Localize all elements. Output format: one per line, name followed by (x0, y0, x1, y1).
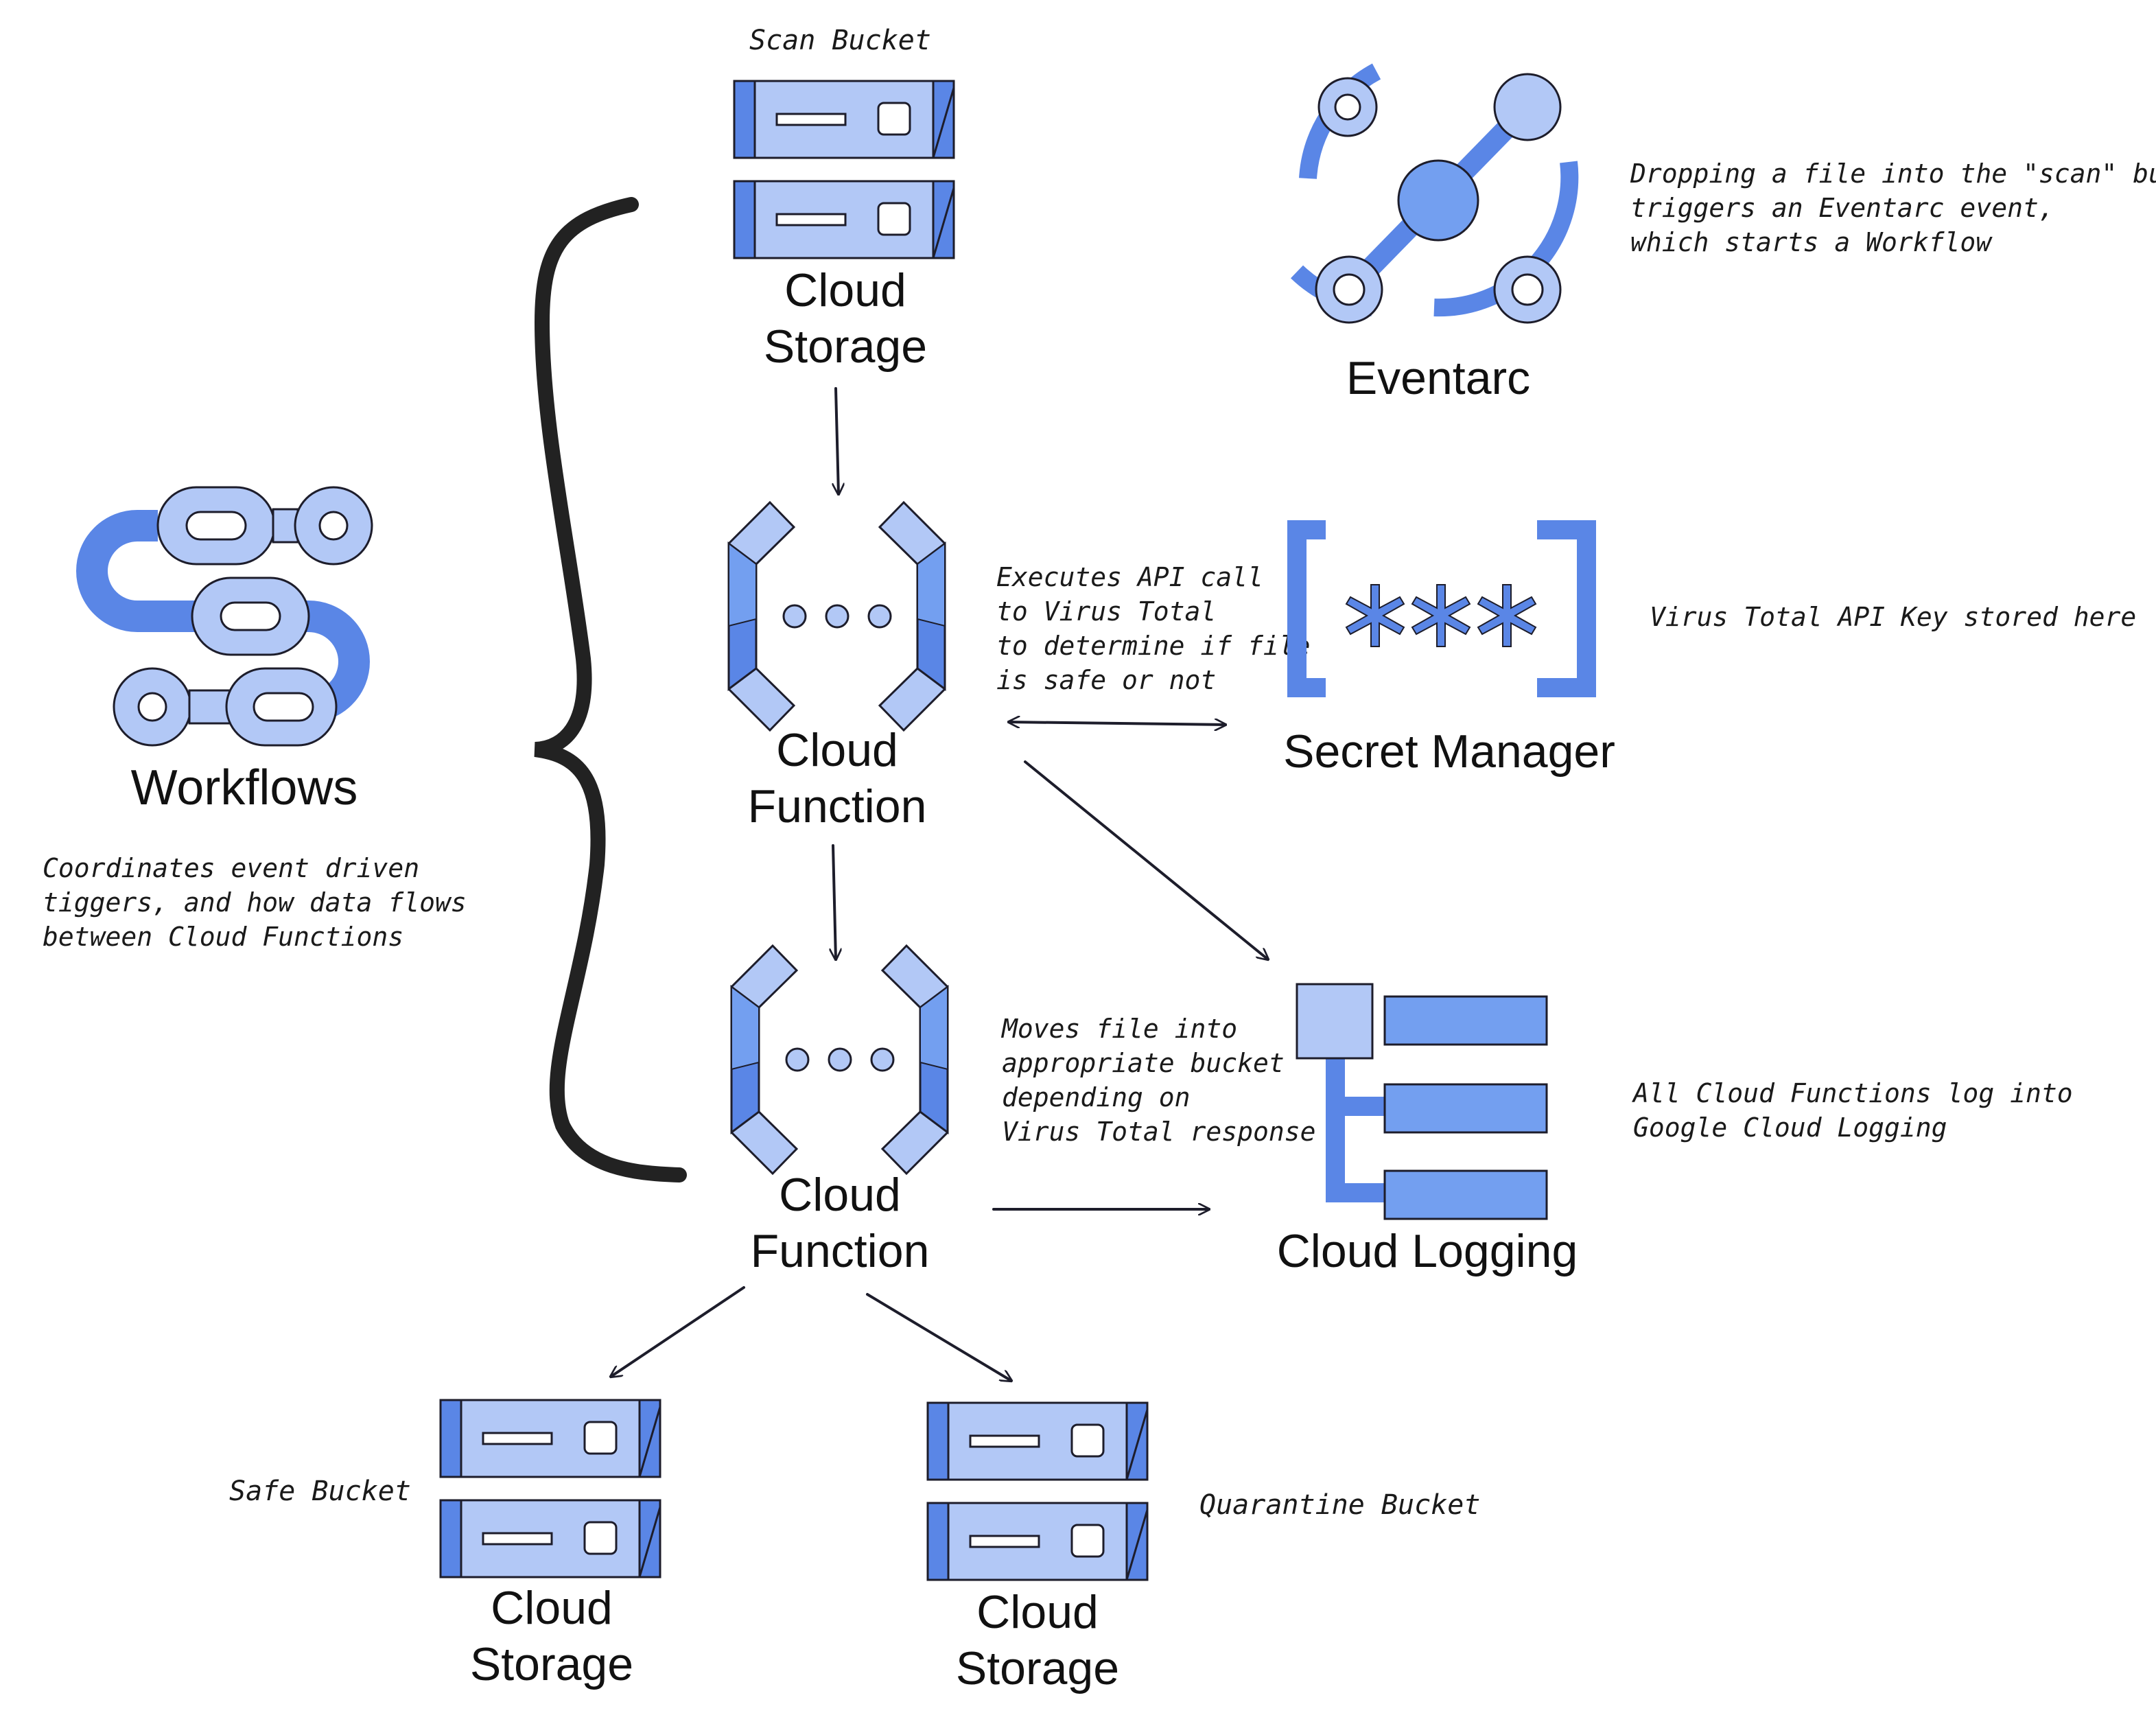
quarantine-storage-title-line2: Storage (956, 1642, 1119, 1694)
scan-storage-title-line1: Cloud (784, 264, 906, 316)
arrow-function-secret-manager (1007, 722, 1227, 725)
arrow-function-scan-to-move (833, 844, 836, 959)
quarantine-storage-title-line1: Cloud (976, 1586, 1099, 1638)
workflows-note-line1: Coordinates event driven (43, 853, 419, 883)
cloud-function-scan-title-line2: Function (748, 780, 927, 832)
safe-bucket-caption: Safe Bucket (229, 1476, 411, 1507)
cloud-function-move-icon (730, 944, 949, 1175)
cloud-logging-icon (1296, 983, 1548, 1220)
eventarc-note-line1: Dropping a file into the "scan" bucket (1630, 159, 2156, 189)
safe-bucket-icon (441, 1400, 660, 1577)
move-note-line2: appropriate bucket (1002, 1048, 1285, 1078)
secret-manager-icon (1287, 520, 1596, 697)
workflows-note-line2: tiggers, and how data flows (43, 887, 467, 918)
arrow-function-move-to-quarantine (866, 1293, 1011, 1381)
eventarc-note-line2: triggers an Eventarc event, (1630, 193, 2054, 223)
logging-note-line2: Google Cloud Logging (1633, 1112, 1947, 1143)
scan-note-line2: to Virus Total (996, 596, 1216, 627)
safe-storage-title-line1: Cloud (491, 1582, 613, 1634)
eventarc-title: Eventarc (1346, 352, 1530, 404)
workflow-scope-brace (534, 197, 687, 1182)
workflows-note-line3: between Cloud Functions (43, 922, 403, 952)
cloud-function-move-note: Moves file into appropriate bucket depen… (1000, 1014, 1316, 1147)
logging-note-line1: All Cloud Functions log into (1632, 1078, 2073, 1108)
secret-manager-note: Virus Total API Key stored here (1650, 602, 2136, 632)
cloud-logging-note: All Cloud Functions log into Google Clou… (1632, 1078, 2073, 1143)
scan-note-line3: to determine if file (996, 631, 1311, 661)
eventarc-note: Dropping a file into the "scan" bucket t… (1630, 159, 2156, 257)
workflows-note: Coordinates event driven tiggers, and ho… (43, 853, 467, 952)
scan-bucket-caption: Scan Bucket (749, 25, 931, 56)
workflows-icon (76, 486, 373, 747)
cloud-function-scan-title-line1: Cloud (776, 724, 898, 776)
quarantine-bucket-caption: Quarantine Bucket (1199, 1489, 1480, 1521)
scan-storage-title-line2: Storage (764, 321, 927, 373)
cloud-function-move-title-line2: Function (751, 1225, 930, 1277)
arrow-function-scan-to-logging (1024, 760, 1268, 959)
quarantine-bucket-icon (928, 1403, 1147, 1580)
scan-note-line1: Executes API call (996, 562, 1263, 592)
workflows-title: Workflows (131, 760, 358, 815)
arrow-scan-storage-to-function (836, 387, 839, 494)
cloud-function-scan-note: Executes API call to Virus Total to dete… (996, 562, 1311, 695)
cloud-logging-title: Cloud Logging (1277, 1225, 1578, 1277)
cloud-function-move-title-line1: Cloud (779, 1169, 901, 1221)
move-note-line3: depending on (1002, 1082, 1191, 1112)
scan-note-line4: is safe or not (996, 665, 1216, 695)
eventarc-note-line3: which starts a Workflow (1630, 227, 1993, 257)
cloud-function-scan-icon (727, 501, 946, 732)
secret-manager-title: Secret Manager (1283, 725, 1615, 778)
eventarc-icon (1290, 63, 1579, 324)
move-note-line1: Moves file into (1000, 1014, 1237, 1044)
move-note-line4: Virus Total response (1002, 1117, 1316, 1147)
arrow-function-move-to-safe (611, 1286, 745, 1377)
safe-storage-title-line2: Storage (470, 1638, 633, 1690)
scan-bucket-icon (734, 81, 954, 258)
